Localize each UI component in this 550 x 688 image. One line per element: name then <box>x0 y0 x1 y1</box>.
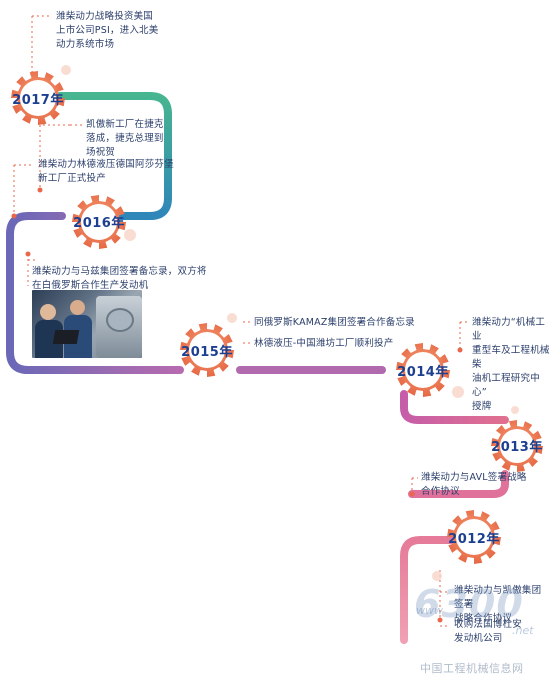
gear-2012-hub <box>456 519 492 555</box>
timeline-path <box>6 92 509 644</box>
engineers-photo <box>32 290 142 358</box>
event-2016-linde-germany: 潍柴动力林德液压德国阿莎芬堡 新工厂正式投产 <box>38 159 174 184</box>
gear-2017 <box>11 71 65 125</box>
year-label-2013: 2013年 <box>491 440 543 455</box>
gear-2015-hub <box>189 332 225 368</box>
event-2012-kion: 潍柴动力与凯傲集团签署 战略合作协议 <box>454 585 542 624</box>
gear-2015 <box>180 323 234 377</box>
gear-2016 <box>72 195 126 249</box>
dashed-connectors <box>13 15 470 627</box>
watermark-net: .net <box>512 624 534 637</box>
gear-2017-hub <box>20 80 56 116</box>
year-label-2017: 2017年 <box>12 93 64 108</box>
gear-2013-hub <box>500 429 534 463</box>
gear-2012 <box>447 510 501 564</box>
event-2016-maz: 潍柴动力与马兹集团签署备忘录，双方将 在白俄罗斯合作生产发动机 <box>32 266 207 291</box>
event-2015-kamaz: 同俄罗斯KAMAZ集团签署合作备忘录 <box>254 317 415 328</box>
year-label-2012: 2012年 <box>448 532 500 547</box>
year-label-2016: 2016年 <box>73 216 125 231</box>
event-2015-linde-weifang: 林德液压-中国潍坊工厂顺利投产 <box>254 338 394 349</box>
gear-2014-hub <box>405 352 441 388</box>
watermark: www 6300 .net 中国工程机械信息网 <box>400 560 550 688</box>
event-2016-kion-czech: 凯傲新工厂在捷克 落成，捷克总理到 场祝贺 <box>86 119 164 158</box>
year-label-2014: 2014年 <box>397 365 449 380</box>
gear-2016-hub <box>81 204 117 240</box>
event-2013-avl: 潍柴动力与AVL签署战略 合作协议 <box>421 472 527 497</box>
event-2014-research-center: 潍柴动力“机械工业 重型车及工程机械柴 油机工程研究中心” 授牌 <box>472 317 550 412</box>
gear-2013 <box>491 420 543 472</box>
watermark-number: 6300 <box>414 582 524 626</box>
year-label-2015: 2015年 <box>181 345 233 360</box>
year-gears <box>11 71 543 564</box>
decor-circles <box>61 65 519 581</box>
gear-2014 <box>396 343 450 397</box>
event-2017-psi: 潍柴动力战略投资美国 上市公司PSI，进入北美 动力系统市场 <box>56 11 159 50</box>
event-2012-baudouin: 收购法国博杜安 发动机公司 <box>454 619 522 644</box>
watermark-www: www <box>416 604 443 617</box>
watermark-site: 中国工程机械信息网 <box>420 662 524 675</box>
